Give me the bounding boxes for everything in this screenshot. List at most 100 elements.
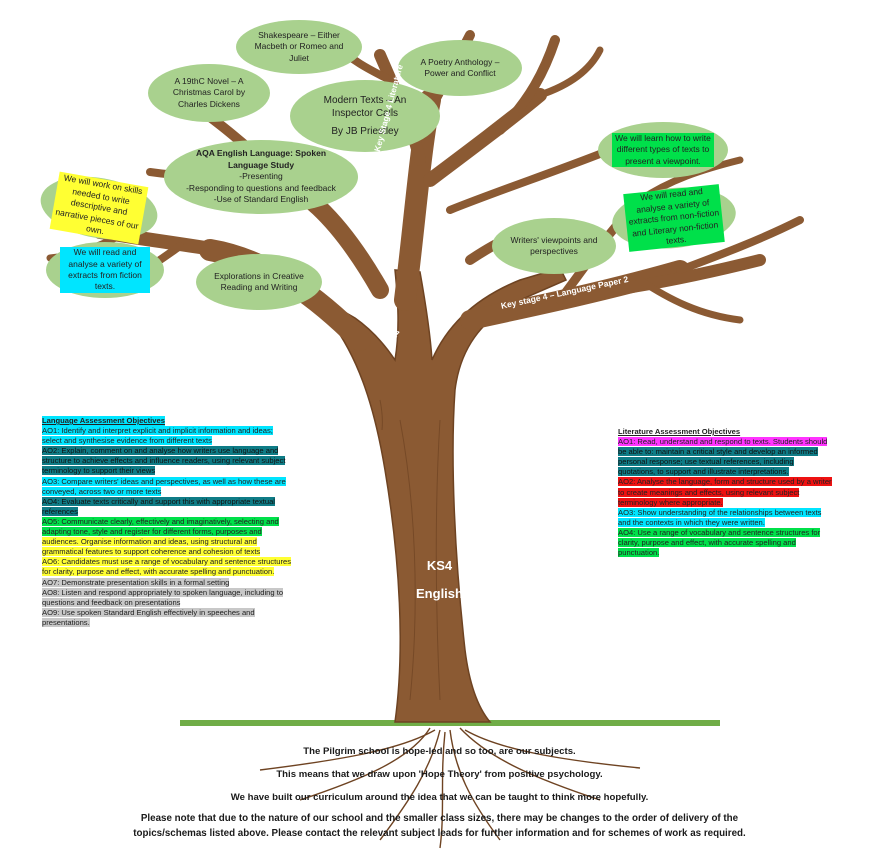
objective-text: AO4: Evaluate texts critically and suppo… <box>42 496 275 506</box>
bubble-explorations: Explorations in Creative Reading and Wri… <box>196 254 322 310</box>
objective-text: to create meanings and effects, using re… <box>618 487 800 497</box>
language-objectives-line: grammatical features to support coherenc… <box>42 547 332 557</box>
language-objectives: Language Assessment Objectives AO1: Iden… <box>42 416 332 628</box>
literature-objectives-line: AO4: Use a range of vocabulary and sente… <box>618 527 864 538</box>
language-objectives-line: conveyed, across two or more texts <box>42 486 332 497</box>
language-objectives-line: AO3: Compare writers' ideas and perspect… <box>42 476 332 487</box>
language-objectives-line: AO2: Explain, comment on and analyse how… <box>42 446 332 456</box>
language-objectives-line: AO5: Communicate clearly, effectively an… <box>42 516 332 527</box>
bubble-text: Shakespeare – Either Macbeth or Romeo an… <box>254 29 344 63</box>
literature-objectives-title: Literature Assessment Objectives <box>618 427 741 436</box>
objective-text: AO6: Candidates must use a range of voca… <box>42 557 292 567</box>
bubble-text: A 19thC Novel – A Christmas Carol by Cha… <box>172 75 246 109</box>
language-objectives-line: AO1: Identify and interpret explicit and… <box>42 426 332 436</box>
objective-text: AO7: Demonstrate presentation skills in … <box>42 577 230 587</box>
objective-text: questions and feedback on presentations <box>42 597 181 607</box>
language-objectives-line: for clarity, purpose and effect, with ac… <box>42 567 332 577</box>
objective-text: AO4: Use a range of vocabulary and sente… <box>618 527 821 537</box>
tree-roots <box>259 727 641 849</box>
objective-text: AO1: Identify and interpret explicit and… <box>42 426 273 436</box>
bubble-spoken-language: AQA English Language: Spoken Language St… <box>164 140 358 214</box>
objective-text: be able to: maintain a critical style an… <box>618 447 818 457</box>
language-objectives-line: AO6: Candidates must use a range of voca… <box>42 557 332 567</box>
footer-line-5: topics/schemas listed above. Please cont… <box>133 828 746 839</box>
language-objectives-line: AO9: Use spoken Standard English effecti… <box>42 607 332 618</box>
literature-objectives-line: terminology where appropriate. <box>618 497 864 508</box>
trunk-english: English <box>416 586 463 601</box>
objective-text: AO2: Analyse the language, form and stru… <box>618 477 832 487</box>
literature-objectives-line: AO1: Read, understand and respond to tex… <box>618 437 864 447</box>
objective-text: terminology where appropriate. <box>618 497 723 507</box>
literature-objectives-line: be able to: maintain a critical style an… <box>618 447 864 457</box>
objective-text: clarity, purpose and effect, with accura… <box>618 538 796 548</box>
objective-text: presentations. <box>42 617 90 627</box>
language-objectives-line: audiences. Organise information and idea… <box>42 537 332 547</box>
objective-text: AO2: Explain, comment on and analyse how… <box>42 446 279 456</box>
literature-objectives-line: punctuation. <box>618 548 864 558</box>
tree-trunk <box>298 267 568 723</box>
literature-objectives-line: personal response; use textual reference… <box>618 457 864 467</box>
objective-text: AO1: Read, understand and respond to tex… <box>618 437 828 447</box>
objective-text: audiences. Organise information and idea… <box>42 537 257 547</box>
ground-line <box>180 720 720 726</box>
objective-text: AO8: Listen and respond appropriately to… <box>42 587 284 597</box>
literature-objectives-line: AO3: Show understanding of the relations… <box>618 507 864 518</box>
objective-text: punctuation. <box>618 548 660 558</box>
bubble-line: -Responding to questions and feedback <box>186 182 336 193</box>
objective-text: personal response; use textual reference… <box>618 457 794 467</box>
objective-text: references <box>42 506 78 516</box>
bubble-text: Writers' viewpoints and perspectives <box>510 234 598 256</box>
bubble-line: -Use of Standard English <box>213 194 309 205</box>
literature-objectives-line: clarity, purpose and effect, with accura… <box>618 538 864 548</box>
language-objectives-line: presentations. <box>42 617 332 628</box>
language-objectives-line: AO4: Evaluate texts critically and suppo… <box>42 496 332 507</box>
literature-objectives: Literature Assessment Objectives AO1: Re… <box>618 427 864 558</box>
bubble-text: We will learn how to write different typ… <box>612 132 714 168</box>
footer-line-4: Please note that due to the nature of ou… <box>140 813 739 824</box>
bubble-title: Modern Texts – An Inspector Calls <box>323 94 407 120</box>
bubble-write-viewpoint: We will learn how to write different typ… <box>598 122 728 178</box>
objective-text: grammatical features to support coherenc… <box>42 547 261 557</box>
objective-text: AO9: Use spoken Standard English effecti… <box>42 607 255 617</box>
bark-texture <box>379 399 441 701</box>
bubble-shakespeare: Shakespeare – Either Macbeth or Romeo an… <box>236 20 362 74</box>
language-objectives-line: terminology to support their views <box>42 466 332 476</box>
objective-text: adapting tone, style and register for di… <box>42 527 262 537</box>
bubble-viewpoints: Writers' viewpoints and perspectives <box>492 218 616 274</box>
bubble-novel: A 19thC Novel – A Christmas Carol by Cha… <box>148 64 270 122</box>
objective-text: select and synthesise evidence from diff… <box>42 436 212 446</box>
bubble-line: -Presenting <box>239 171 283 182</box>
bubble-poetry: A Poetry Anthology – Power and Conflict <box>398 40 522 96</box>
objective-text: AO3: Compare writers' ideas and perspect… <box>42 476 286 486</box>
objective-text: for clarity, purpose and effect, with ac… <box>42 567 275 577</box>
literature-objectives-line: AO2: Analyse the language, form and stru… <box>618 477 864 487</box>
literature-objectives-line: to create meanings and effects, using re… <box>618 487 864 498</box>
footer-line-3: We have built our curriculum around the … <box>230 792 649 803</box>
bubble-text: We will read and analyse a variety of ex… <box>60 247 150 293</box>
footer-line-1: The Pilgrim school is hope-led and so to… <box>303 746 576 757</box>
bubble-text: A Poetry Anthology – Power and Conflict <box>420 56 500 78</box>
objective-text: AO3: Show understanding of the relations… <box>618 507 822 517</box>
bubble-text: We will read and analyse a variety of ex… <box>623 184 725 252</box>
bubble-modern-texts: Modern Texts – An Inspector Calls By JB … <box>290 80 440 152</box>
bubble-title: AQA English Language: Spoken Language St… <box>195 148 327 170</box>
objective-text: quotations, to support and illustrate in… <box>618 467 789 477</box>
objective-text: AO5: Communicate clearly, effectively an… <box>42 516 279 526</box>
objective-text: structure to achieve effects and influen… <box>42 456 286 466</box>
literature-objectives-line: and the contexts in which they were writ… <box>618 517 864 528</box>
language-objectives-line: select and synthesise evidence from diff… <box>42 436 332 446</box>
footer-line-2: This means that we draw upon 'Hope Theor… <box>276 769 603 780</box>
language-objectives-line: AO7: Demonstrate presentation skills in … <box>42 577 332 588</box>
language-objectives-line: structure to achieve effects and influen… <box>42 456 332 466</box>
bubble-extracts-fiction: We will read and analyse a variety of ex… <box>46 242 164 298</box>
bubble-text: Explorations in Creative Reading and Wri… <box>214 270 304 292</box>
objective-text: terminology to support their views <box>42 466 156 476</box>
language-objectives-line: AO8: Listen and respond appropriately to… <box>42 587 332 598</box>
literature-objectives-line: quotations, to support and illustrate in… <box>618 467 864 477</box>
language-objectives-line: questions and feedback on presentations <box>42 597 332 608</box>
trunk-ks4: KS4 <box>426 558 453 573</box>
bubble-author: By JB Priestley <box>331 125 399 137</box>
objective-text: and the contexts in which they were writ… <box>618 517 765 527</box>
objective-text: conveyed, across two or more texts <box>42 486 162 496</box>
language-objectives-title: Language Assessment Objectives <box>42 416 165 427</box>
